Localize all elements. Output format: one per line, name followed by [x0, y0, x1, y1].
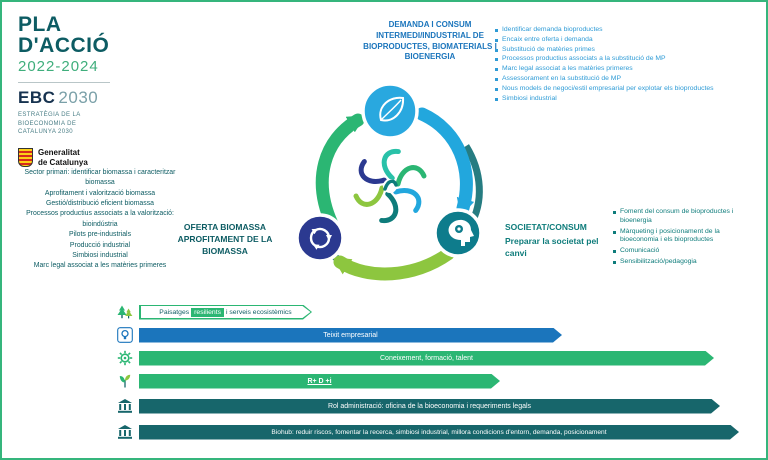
lightbulb-icon	[117, 327, 133, 343]
bar-landscapes-text-highlight: resilients	[191, 308, 224, 317]
bioeconomy-cycle-diagram	[295, 82, 483, 281]
strategy-caption: ESTRATÈGIA DE LA BIOECONOMIA DE CATALUNY…	[18, 112, 81, 136]
demand-bullet: Identificar demanda bioproductes	[494, 26, 754, 35]
society-title: SOCIETAT/CONSUM	[505, 222, 587, 232]
demand-bullet: Assessorament en la substitució de MP	[494, 75, 754, 84]
bar-row-landscapes: Paisatges resilients i serveis ecosistèm…	[117, 304, 312, 320]
bank-icon	[118, 399, 132, 413]
gencat-line2: de Catalunya	[38, 157, 88, 167]
demand-bullet: Simbiosi industrial	[494, 95, 754, 104]
bar-administration: Rol administració: oficina de la bioecon…	[139, 399, 720, 414]
swirl-icon	[353, 149, 427, 223]
bar-row-business: Teixit empresarial	[117, 327, 562, 343]
gencat-logo-text: Generalitat de Catalunya	[38, 148, 88, 166]
biomass-node	[295, 213, 345, 263]
bar-row-rdi: R+ D +i	[117, 373, 500, 389]
plant-icon	[119, 374, 131, 388]
bar-row-knowledge: Coneixement, formació, talent	[117, 350, 714, 366]
plan-title: PLA D'ACCIÓ	[18, 13, 110, 57]
bar-rdi: R+ D +i	[139, 374, 500, 389]
society-heading: SOCIETAT/CONSUM Preparar la societat pel…	[505, 222, 605, 260]
demand-heading: DEMANDA I CONSUM INTERMEDI/INDUSTRIAL DE…	[363, 20, 497, 62]
demand-bullet: Marc legal associat a les matèries prime…	[494, 65, 754, 74]
offer-item: Sector primari: identificar biomassa i c…	[24, 169, 176, 187]
society-bullet: Màrqueting i posicionament de la bioecon…	[612, 228, 760, 246]
gencat-line1: Generalitat	[38, 148, 80, 158]
cycle-arrow-lime-left	[332, 247, 455, 281]
offer-item: Simbiosi industrial	[72, 251, 128, 259]
demand-bullet: Nous models de negoci/estil empresarial …	[494, 85, 754, 94]
bank-icon	[118, 425, 132, 439]
gear-icon	[117, 350, 133, 366]
ebc-logo-text: EBC	[18, 88, 56, 107]
bar-landscapes-text-post: i serveis ecosistèmics	[225, 308, 292, 316]
senyera-shield-icon	[18, 148, 33, 168]
offer-heading: OFERTA BIOMASSA APROFITAMENT DE LA BIOMA…	[177, 222, 273, 256]
society-bullet: Sensibilització/pedagogia	[612, 258, 760, 267]
offer-item: Processos productius associats a la valo…	[26, 210, 174, 228]
offer-item-list: Sector primari: identificar biomassa i c…	[24, 168, 176, 272]
society-bullet-list: Foment del consum de bioproductes i bioe…	[612, 208, 760, 269]
offer-item: Marc legal associat a les matèries prime…	[33, 262, 167, 270]
offer-item: Pilots pre-industrials	[68, 231, 132, 239]
recycle-icon	[309, 227, 333, 250]
bar-landscapes-text-pre: Paisatges	[159, 308, 190, 316]
divider	[18, 82, 110, 83]
bar-row-administration: Rol administració: oficina de la bioecon…	[117, 398, 720, 414]
demand-bullet-list: Identificar demanda bioproductes Encaix …	[494, 26, 754, 105]
demand-bullet: Substitució de matèries primes	[494, 46, 754, 55]
society-bullet: Foment del consum de bioproductes i bioe…	[612, 208, 760, 226]
bar-biohub: Biohub: reduir riscos, fomentar la recer…	[139, 425, 739, 440]
bar-landscapes: Paisatges resilients i serveis ecosistèm…	[139, 305, 312, 320]
landscape-trees-icon	[117, 305, 133, 319]
society-subtitle: Preparar la societat pel canvi	[505, 235, 599, 258]
bar-row-biohub: Biohub: reduir riscos, fomentar la recer…	[117, 424, 739, 440]
plan-years: 2022-2024	[18, 58, 99, 75]
demand-bullet: Processos productius associats a la subs…	[494, 55, 754, 64]
offer-item: Producció industrial	[69, 241, 131, 249]
offer-item: Gestió/distribució eficient biomassa	[45, 200, 154, 208]
bar-knowledge: Coneixement, formació, talent	[139, 351, 714, 366]
gencat-logo: Generalitat de Catalunya	[18, 148, 148, 168]
leaf-icon	[379, 96, 405, 122]
bar-business: Teixit empresarial	[139, 328, 562, 343]
ebc-logo-year: 2030	[58, 88, 99, 107]
cycle-arrow-green-up	[315, 113, 366, 231]
society-bullet: Comunicació	[612, 247, 760, 256]
offer-item: Aprofitament i valorització biomassa	[44, 189, 156, 197]
cycle-arrow-cyan-down	[415, 107, 475, 217]
head-gear-icon	[448, 219, 474, 246]
bar-rdi-text: R+ D +i	[307, 377, 332, 385]
demand-bullet: Encaix entre oferta i demanda	[494, 36, 754, 45]
